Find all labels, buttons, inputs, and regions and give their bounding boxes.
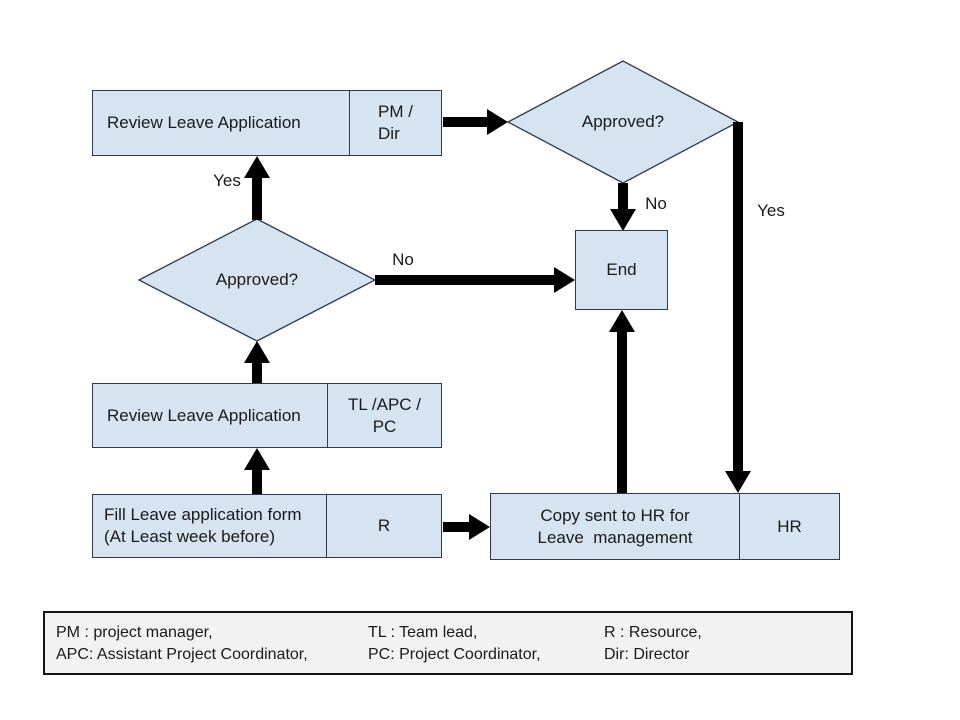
copy-hr-label: Copy sent to HR for Leave management	[537, 505, 693, 547]
role-label-tl-apc-pc: TL /APC / PC	[347, 394, 422, 436]
arrow-fill-to-review-mid	[244, 448, 270, 494]
legend-column-2: TL : Team lead, PC: Project Coordinator,	[368, 622, 604, 673]
edge-label-no-top: No	[645, 194, 667, 213]
legend-pc: PC: Project Coordinator,	[368, 646, 541, 663]
arrow-fill-to-copy	[443, 514, 490, 540]
legend-dir: Dir: Director	[604, 646, 690, 663]
node-role-cell: TL /APC / PC	[327, 384, 441, 447]
node-fill-leave-application-form: Fill Leave application form (At Least we…	[92, 494, 442, 558]
node-role-cell: HR	[739, 494, 839, 559]
arrow-yes-to-review-top	[244, 156, 270, 220]
node-copy-sent-to-hr: Copy sent to HR for Leave management HR	[490, 493, 840, 560]
approved-mid-label: Approved?	[215, 270, 299, 289]
edge-label-yes-right: Yes	[757, 201, 785, 220]
legend-column-1: PM : project manager, APC: Assistant Pro…	[56, 622, 368, 673]
approved-top-label: Approved?	[581, 112, 665, 131]
role-label-hr: HR	[777, 516, 802, 536]
arrow-approved-mid-no-to-end	[375, 267, 575, 293]
edge-label-yes-top: Yes	[213, 171, 241, 190]
node-role-cell: PM / Dir	[349, 91, 441, 155]
fill-form-label: Fill Leave application form (At Least we…	[104, 505, 302, 546]
role-label-r: R	[377, 516, 391, 535]
node-role-cell: R	[326, 495, 441, 557]
legend-r: R : Resource,	[604, 624, 702, 641]
edge-label-no-mid: No	[392, 250, 414, 269]
node-label: Copy sent to HR for Leave management	[491, 494, 739, 559]
legend-apc: APC: Assistant Project Coordinator,	[56, 646, 308, 663]
node-label: Fill Leave application form (At Least we…	[93, 495, 326, 557]
arrow-review-mid-to-approved-mid	[244, 341, 270, 383]
legend-box: PM : project manager, APC: Assistant Pro…	[43, 611, 853, 675]
legend-pm: PM : project manager,	[56, 624, 213, 641]
role-label-pm-dir: PM / Dir	[378, 102, 413, 143]
arrow-review-top-to-approved-top	[443, 109, 508, 135]
node-label: Review Leave Application	[107, 113, 301, 132]
end-label: End	[606, 260, 637, 279]
arrow-approved-top-no-to-end	[610, 183, 636, 231]
arrow-approved-top-yes-to-hr	[725, 122, 751, 493]
legend-column-3: R : Resource, Dir: Director	[604, 622, 851, 673]
legend-tl: TL : Team lead,	[368, 624, 478, 641]
node-label: Review Leave Application	[107, 405, 301, 425]
node-review-leave-application-mid: Review Leave Application TL /APC / PC	[92, 383, 442, 448]
arrow-copy-to-end	[609, 310, 635, 493]
node-end: End	[575, 230, 668, 310]
node-review-leave-application-top: Review Leave Application PM / Dir	[92, 90, 442, 156]
